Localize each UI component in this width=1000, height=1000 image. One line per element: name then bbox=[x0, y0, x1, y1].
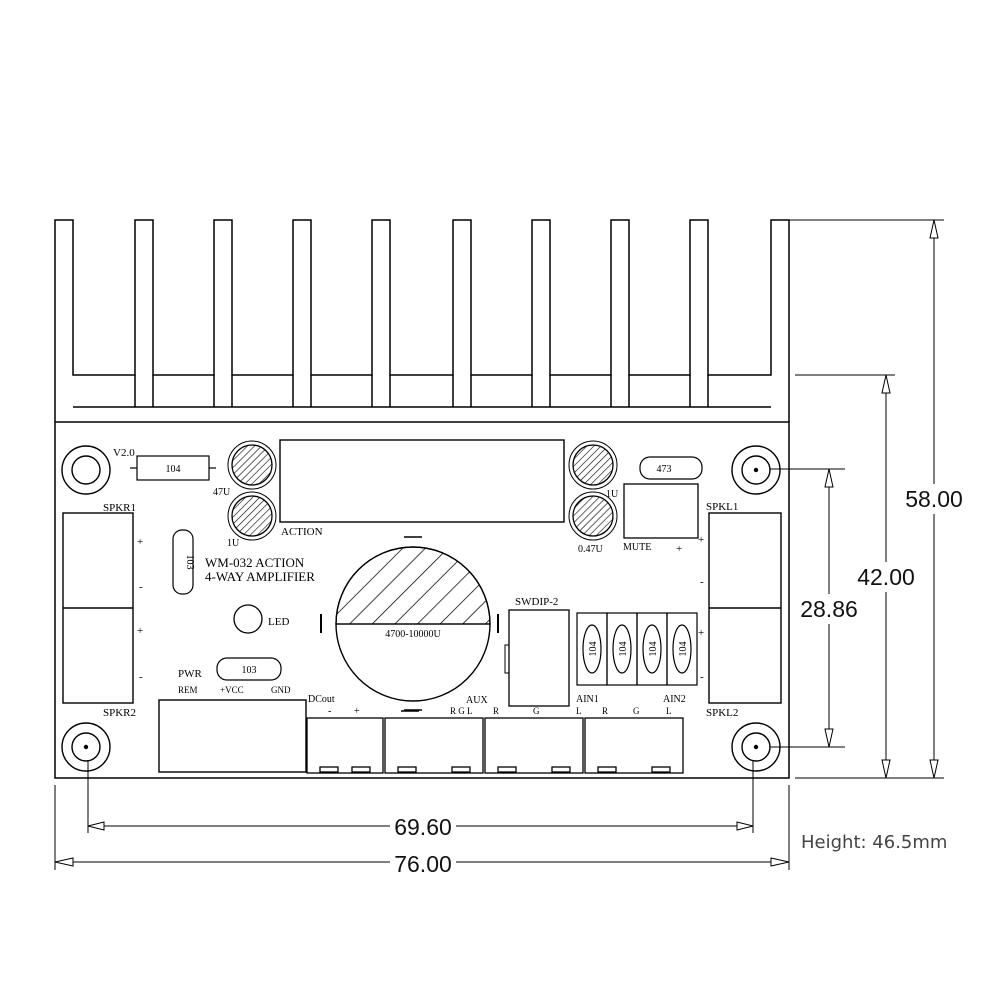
spkl2-label: SPKL2 bbox=[706, 707, 738, 719]
speaker-terminal-right bbox=[62, 512, 134, 704]
dimension-width-overall: 76.00 bbox=[394, 851, 452, 877]
swdip-tab bbox=[504, 644, 510, 674]
dcout-plus: + bbox=[354, 706, 360, 717]
mute-label: MUTE bbox=[623, 542, 651, 553]
heatsink-outline bbox=[54, 219, 790, 422]
big-capacitor-label: 4700-10000U bbox=[385, 629, 441, 640]
capacitor-047u bbox=[568, 491, 618, 541]
resistor-array-label-4: 104 bbox=[678, 642, 689, 657]
spkl-plus-1: + bbox=[698, 534, 704, 546]
action-module bbox=[279, 439, 565, 523]
capacitor-47u bbox=[227, 440, 277, 490]
resistor-104-top-label: 104 bbox=[166, 464, 181, 475]
mute-plus: + bbox=[676, 543, 682, 555]
pcb-outline bbox=[54, 421, 790, 779]
spkr-minus-2: - bbox=[139, 671, 143, 683]
swdip-label: SWDIP-2 bbox=[515, 596, 558, 608]
spkr-minus-1: - bbox=[139, 581, 143, 593]
pin-l-2: L bbox=[666, 706, 672, 716]
resistor-103-vertical bbox=[172, 529, 194, 595]
board-title-line1: WM-032 ACTION bbox=[205, 555, 305, 570]
resistor-103-vertical-label: 103 bbox=[184, 555, 195, 570]
pwr-label: PWR bbox=[178, 668, 203, 680]
capacitor-1u-left-label: 1U bbox=[227, 538, 240, 549]
resistor-array-label-1: 104 bbox=[588, 642, 599, 657]
resistor-103-pwr-label: 103 bbox=[242, 665, 257, 676]
connector-ain2 bbox=[584, 717, 684, 774]
led-label: LED bbox=[268, 616, 289, 628]
speaker-terminal-left bbox=[708, 512, 782, 704]
resistor-473-label: 473 bbox=[657, 464, 672, 475]
dimension-height-overall: 58.00 bbox=[905, 486, 963, 512]
pin-g-1: G bbox=[533, 706, 540, 716]
swdip-switch bbox=[508, 609, 570, 707]
height-note: Height: 46.5mm bbox=[801, 832, 947, 853]
led bbox=[233, 604, 263, 634]
connector-ain1 bbox=[484, 717, 584, 774]
spkr2-label: SPKR2 bbox=[103, 707, 136, 719]
capacitor-047u-label: 0.47U bbox=[578, 544, 604, 555]
connector-aux bbox=[384, 717, 484, 774]
pin-r-1: R bbox=[493, 706, 499, 716]
mounting-hole-top-right bbox=[731, 445, 781, 495]
spkr-plus-2: + bbox=[137, 625, 143, 637]
pin-l-1: L bbox=[576, 706, 582, 716]
pin-g-2: G bbox=[633, 706, 640, 716]
mute-switch bbox=[623, 483, 699, 539]
spkr-plus-1: + bbox=[137, 536, 143, 548]
dimension-width-holes: 69.60 bbox=[394, 814, 452, 840]
spkl1-label: SPKL1 bbox=[706, 501, 738, 513]
mounting-hole-top-left bbox=[61, 445, 111, 495]
dimension-height-holes: 28.86 bbox=[800, 596, 858, 622]
rem-label: REM bbox=[178, 685, 198, 695]
pin-r-2: R bbox=[602, 706, 608, 716]
heatsink bbox=[54, 219, 790, 422]
dcout-minus: - bbox=[328, 706, 331, 717]
spkl-minus-1: - bbox=[700, 576, 704, 588]
mounting-hole-bottom-left bbox=[61, 722, 111, 772]
connector-dcout bbox=[306, 717, 384, 774]
spkl-plus-2: + bbox=[698, 627, 704, 639]
dimension-height-board: 42.00 bbox=[857, 564, 915, 590]
resistor-array-label-2: 104 bbox=[618, 642, 629, 657]
board-title-line2: 4-WAY AMPLIFIER bbox=[205, 569, 315, 584]
aux-label: AUX bbox=[466, 695, 488, 706]
version-label: V2.0 bbox=[113, 447, 135, 459]
resistor-array-label-3: 104 bbox=[648, 642, 659, 657]
spkr1-label: SPKR1 bbox=[103, 502, 136, 514]
resistor-103-pwr bbox=[216, 657, 282, 681]
spkl-minus-2: - bbox=[700, 671, 704, 683]
resistor-array bbox=[576, 612, 698, 686]
action-label: ACTION bbox=[281, 526, 323, 538]
resistor-104-top bbox=[130, 455, 216, 481]
capacitor-1u-right bbox=[568, 440, 618, 490]
gnd-label: GND bbox=[271, 685, 291, 695]
capacitor-1u-left bbox=[227, 491, 277, 541]
vcc-label: +VCC bbox=[220, 685, 244, 695]
dimension-lines bbox=[54, 219, 944, 870]
resistor-473 bbox=[639, 456, 703, 480]
dcout-label: DCout bbox=[308, 694, 335, 705]
big-capacitor bbox=[320, 536, 499, 711]
capacitor-47u-label: 47U bbox=[213, 487, 231, 498]
capacitor-1u-right-label: 1U bbox=[606, 489, 619, 500]
ain2-label: AIN2 bbox=[663, 694, 686, 705]
ain1-label: AIN1 bbox=[576, 694, 599, 705]
aux-pins-label: R G L bbox=[450, 706, 473, 716]
power-terminal bbox=[158, 699, 307, 773]
